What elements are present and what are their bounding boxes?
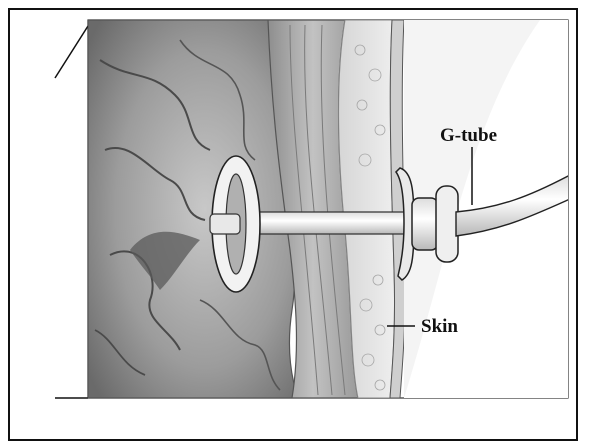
- callout-line-top: [55, 26, 88, 78]
- gtube-label: G-tube: [440, 125, 497, 146]
- stomach-wall: [88, 20, 300, 398]
- skin-label: Skin: [421, 316, 458, 337]
